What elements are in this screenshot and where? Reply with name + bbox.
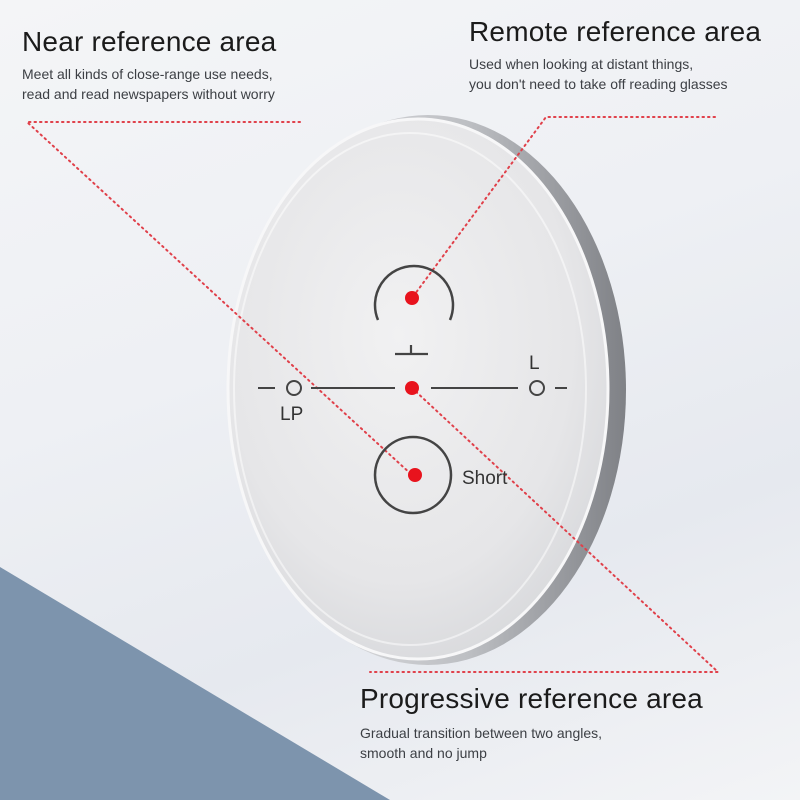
distance-zone-arc xyxy=(373,264,455,321)
remote-reference-description: Used when looking at distant things, you… xyxy=(469,56,728,92)
remote-point-dot xyxy=(405,291,419,305)
lp-marker-circle xyxy=(286,380,302,396)
near-reference-title: Near reference area xyxy=(22,26,277,57)
near-reference-callout: Near reference area Meet all kinds of cl… xyxy=(22,26,276,104)
progressive-leader-line xyxy=(369,387,721,673)
progressive-reference-title: Progressive reference area xyxy=(360,683,703,714)
center-point-dot xyxy=(405,381,419,395)
near-point-dot xyxy=(408,468,422,482)
near-leader-line xyxy=(24,121,413,476)
remote-leader-line xyxy=(411,116,716,299)
progressive-reference-callout: Progressive reference area Gradual trans… xyxy=(360,683,703,763)
near-zone-circle xyxy=(373,435,453,515)
near-reference-description: Meet all kinds of close-range use needs,… xyxy=(22,66,275,102)
remote-reference-callout: Remote reference area Used when looking … xyxy=(469,16,761,94)
l-label: L xyxy=(529,353,540,374)
l-marker-circle xyxy=(529,380,545,396)
remote-reference-title: Remote reference area xyxy=(469,16,762,47)
progressive-reference-description: Gradual transition between two angles, s… xyxy=(360,725,603,761)
short-label: Short xyxy=(462,468,508,489)
lp-label: LP xyxy=(280,404,303,425)
